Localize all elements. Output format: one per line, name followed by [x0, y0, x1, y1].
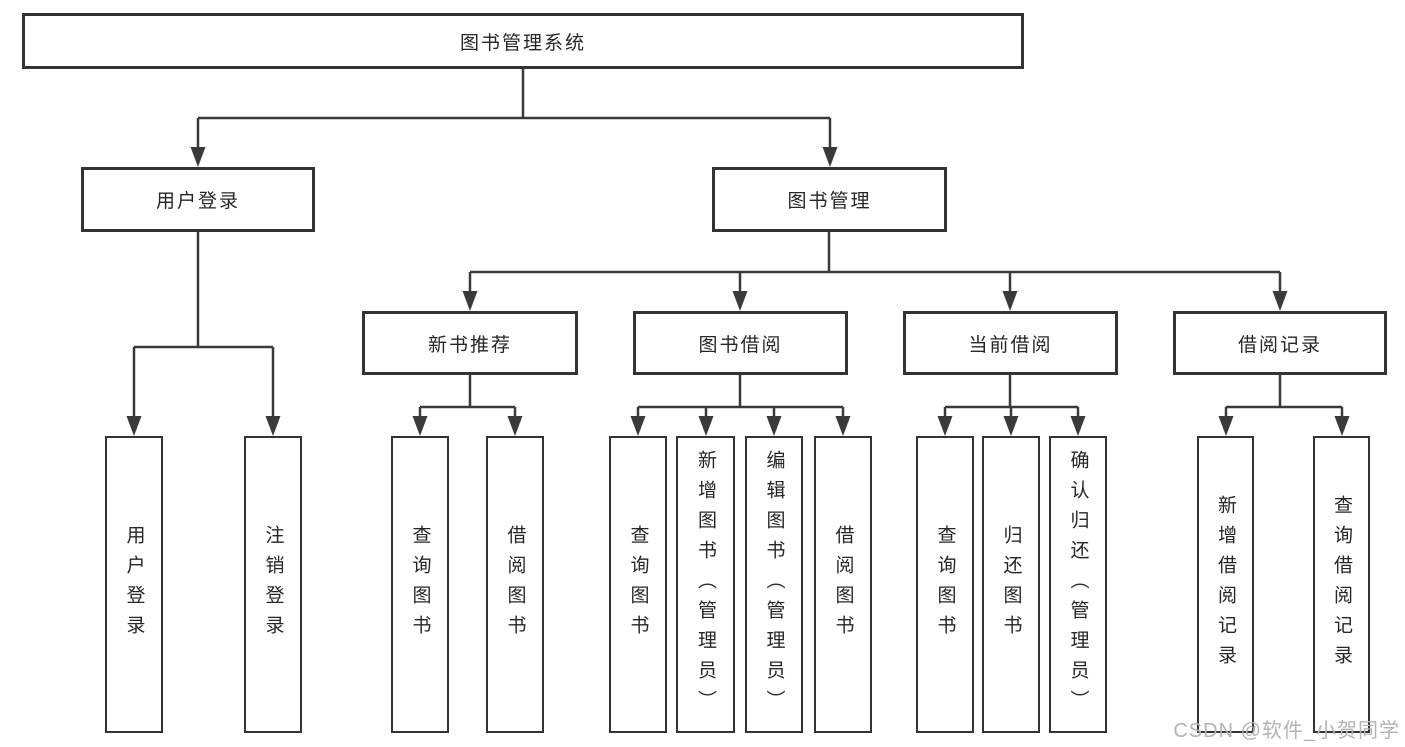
node-label: 新增图书（管理员） [695, 449, 716, 720]
node-label: 用户登录 [155, 191, 240, 212]
node-label: 新书推荐 [427, 334, 512, 356]
node-label: 图书管理 [787, 191, 872, 212]
arrowheads [126, 147, 1350, 436]
node-label: 用户登录 [123, 524, 145, 645]
node-label: 查询图书 [409, 524, 431, 645]
node-label: 查询借阅记录 [1331, 494, 1352, 675]
node-root-library-management-system: 图书管理系统 [22, 13, 1024, 69]
node-borrow-records: 借阅记录 [1173, 311, 1387, 375]
node-label: 归还图书 [1000, 524, 1022, 645]
node-user-login: 用户登录 [81, 167, 315, 232]
node-label: 新增借阅记录 [1215, 494, 1236, 675]
node-label: 查询图书 [934, 524, 956, 645]
leaf-bb-add-books-admin: 新增图书（管理员） [676, 436, 735, 733]
node-current-borrow: 当前借阅 [903, 311, 1118, 375]
leaf-cb-return-books: 归还图书 [982, 436, 1040, 733]
node-label: 借阅记录 [1237, 334, 1322, 356]
leaf-bb-borrow-books: 借阅图书 [814, 436, 872, 733]
leaf-user-login: 用户登录 [105, 436, 163, 733]
leaf-logout: 注销登录 [244, 436, 302, 733]
node-label: 图书管理系统 [459, 32, 586, 54]
node-label: 借阅图书 [832, 524, 854, 645]
node-book-borrow: 图书借阅 [633, 311, 848, 375]
watermark: CSDN @软件_小贺同学 [1173, 720, 1400, 742]
node-label: 图书借阅 [698, 334, 783, 356]
node-label: 编辑图书（管理员） [763, 449, 785, 720]
node-label: 借阅图书 [504, 524, 526, 645]
node-label: 注销登录 [262, 524, 284, 645]
leaf-bb-query-books: 查询图书 [609, 436, 667, 733]
leaf-bb-edit-books-admin: 编辑图书（管理员） [745, 436, 803, 733]
node-new-book-recommend: 新书推荐 [362, 311, 578, 375]
leaf-cb-query-books: 查询图书 [916, 436, 974, 733]
leaf-br-add-record: 新增借阅记录 [1197, 436, 1254, 733]
leaf-cb-confirm-return-admin: 确认归还（管理员） [1049, 436, 1107, 733]
leaf-nb-query-books: 查询图书 [391, 436, 449, 733]
leaf-nb-borrow-books: 借阅图书 [486, 436, 544, 733]
leaf-br-query-record: 查询借阅记录 [1313, 436, 1370, 733]
node-label: 查询图书 [627, 524, 649, 645]
node-label: 当前借阅 [968, 334, 1053, 356]
node-book-management: 图书管理 [712, 167, 947, 232]
node-label: 确认归还（管理员） [1067, 449, 1089, 720]
